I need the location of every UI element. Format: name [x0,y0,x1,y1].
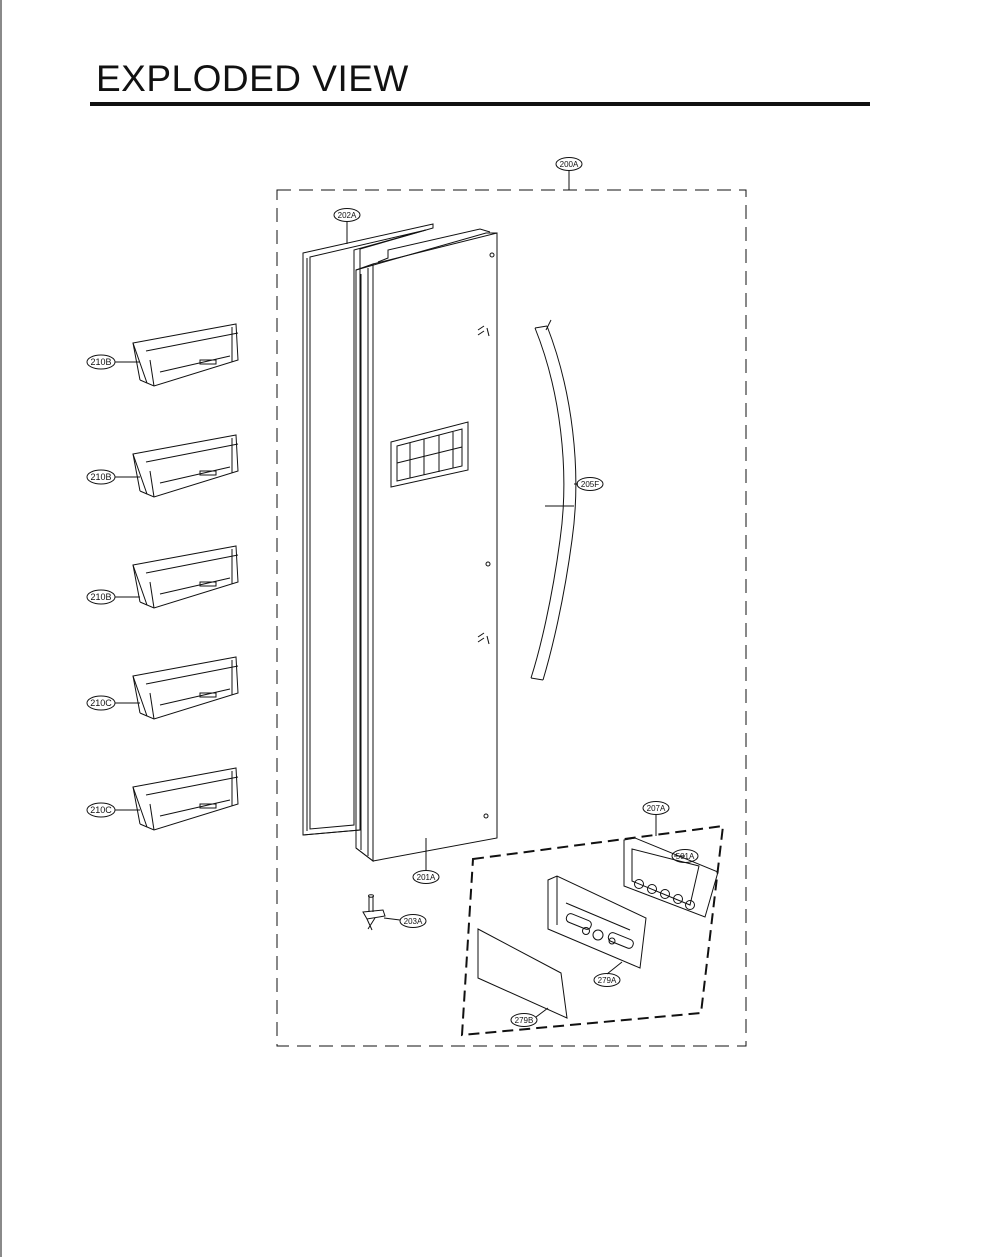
door-basket-1 [132,323,239,387]
door-basket-5 [132,767,239,831]
cover-dispenser [547,875,647,969]
callout-207a [642,801,670,815]
dispenser-subassembly-boundary [460,824,725,1037]
callout-200a [555,157,583,171]
leader-lines [115,171,685,1018]
label-200a: 200A [560,160,579,169]
label-basket-4: 210C [90,698,112,708]
label-207a: 207A [647,804,666,813]
door-handle [530,319,577,681]
label-basket-3: 210B [90,592,111,602]
decoration-panel [477,928,568,1019]
label-203a: 203A [404,917,423,926]
label-205f: 205F [581,480,599,489]
callout-201a [412,870,440,884]
callout-210c-2 [86,802,116,818]
page-edge-rule [0,0,2,1257]
callout-203a [399,914,427,928]
door-gasket [302,223,434,836]
label-279a: 279A [598,976,617,985]
callout-501a [671,849,699,863]
callout-210b-1 [86,354,116,370]
label-basket-5: 210C [90,805,112,815]
callout-279a [593,973,621,987]
title-underline [90,102,870,106]
callout-205f [576,477,604,491]
label-201a: 201A [417,873,436,882]
door-basket-3 [132,545,239,609]
door-basket-2 [132,434,239,498]
callout-202a [333,208,361,222]
label-basket-2: 210B [90,472,111,482]
label-basket-1: 210B [90,357,111,367]
assembly-boundary [276,189,747,1047]
door-basket-4 [132,656,239,720]
label-279b: 279B [515,1016,534,1025]
callout-279b [510,1013,538,1027]
door-panel [355,228,498,863]
page-title: EXPLODED VIEW [96,58,409,99]
label-501a: 501A [676,852,695,861]
callout-210c-1 [86,695,116,711]
display-pcb [623,837,719,918]
callout-210b-3 [86,589,116,605]
hinge-part [362,894,386,931]
label-202a: 202A [338,211,357,220]
callout-210b-2 [86,469,116,485]
